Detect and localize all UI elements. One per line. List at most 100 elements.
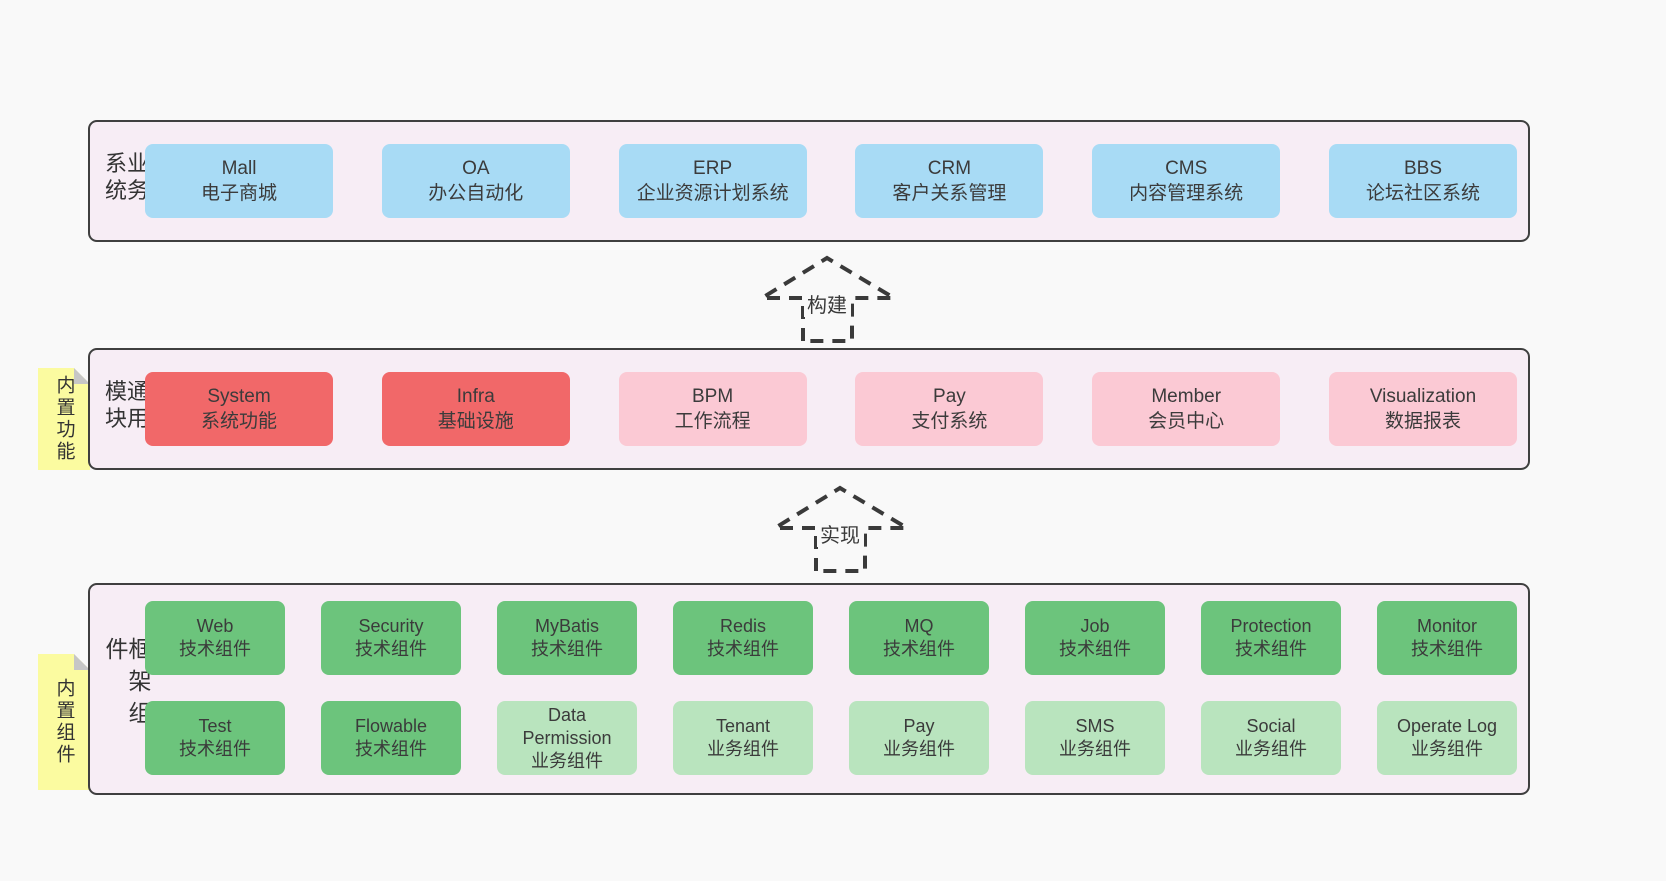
box-pay-module-desc: 支付系统 xyxy=(911,411,988,432)
box-oa: OA 办公自动化 xyxy=(381,144,570,218)
box-monitor-name: Monitor xyxy=(1416,616,1478,636)
box-pay-module-name: Pay xyxy=(933,386,966,407)
sticky-built-in-features: 内置功能 xyxy=(38,368,90,470)
box-visualization-name: Visualization xyxy=(1369,386,1477,407)
box-data-permission-desc: 业务组件 xyxy=(531,750,603,771)
box-infra-name: Infra xyxy=(456,386,495,407)
box-bbs-desc: 论坛社区系统 xyxy=(1365,183,1480,204)
box-tenant: Tenant 业务组件 xyxy=(673,701,813,775)
box-web-name: Web xyxy=(196,616,234,636)
implement-arrow-label: 实现 xyxy=(820,524,860,547)
common-modules-row: System 系统功能 Infra 基础设施 BPM 工作流程 Pay 支付系统… xyxy=(145,372,1517,446)
box-sms-name: SMS xyxy=(1075,716,1115,736)
band-business-systems: 业务系统 Mall 电子商城 OA 办公自动化 ERP 企业资源计划系统 CRM… xyxy=(88,120,1530,242)
box-cms: CMS 内容管理系统 xyxy=(1092,144,1281,218)
box-redis: Redis 技术组件 xyxy=(673,601,813,675)
box-security: Security 技术组件 xyxy=(321,601,461,675)
box-flowable-desc: 技术组件 xyxy=(355,739,427,759)
box-test-name: Test xyxy=(198,716,232,736)
box-data-permission-name: Data Permission xyxy=(522,704,612,748)
band-framework-components: 框架组件 Web 技术组件 Security 技术组件 MyBatis 技术组件… xyxy=(88,583,1530,795)
box-mq: MQ 技术组件 xyxy=(849,601,989,675)
box-cms-desc: 内容管理系统 xyxy=(1129,183,1244,204)
box-pay-component-name: Pay xyxy=(903,716,935,736)
box-security-name: Security xyxy=(358,616,424,636)
band-business-systems-label: 业务系统 xyxy=(102,151,149,206)
box-bpm-desc: 工作流程 xyxy=(674,411,751,432)
box-pay-component-desc: 业务组件 xyxy=(883,739,955,759)
box-protection-desc: 技术组件 xyxy=(1235,639,1307,659)
box-protection-name: Protection xyxy=(1230,616,1312,636)
box-monitor-desc: 技术组件 xyxy=(1411,639,1483,659)
box-flowable: Flowable 技术组件 xyxy=(321,701,461,775)
box-operate-log-name: Operate Log xyxy=(1396,716,1498,736)
sticky-built-in-features-label: 内置功能 xyxy=(53,375,75,463)
band-framework-components-label: 框架组件 xyxy=(102,637,151,733)
box-visualization-desc: 数据报表 xyxy=(1384,411,1461,432)
band-common-modules-label: 通用模块 xyxy=(102,379,149,434)
box-system: System 系统功能 xyxy=(145,372,333,446)
box-tenant-name: Tenant xyxy=(715,716,771,736)
box-crm-desc: 客户关系管理 xyxy=(892,183,1007,204)
box-mybatis-name: MyBatis xyxy=(534,616,599,636)
box-erp-name: ERP xyxy=(693,158,733,179)
box-infra: Infra 基础设施 xyxy=(381,372,570,446)
box-crm: CRM 客户关系管理 xyxy=(855,144,1044,218)
box-bpm-name: BPM xyxy=(692,386,734,407)
box-protection: Protection 技术组件 xyxy=(1201,601,1341,675)
business-systems-row: Mall 电子商城 OA 办公自动化 ERP 企业资源计划系统 CRM 客户关系… xyxy=(145,144,1517,218)
box-erp: ERP 企业资源计划系统 xyxy=(618,144,807,218)
box-mq-desc: 技术组件 xyxy=(883,639,955,659)
box-cms-name: CMS xyxy=(1165,158,1208,179)
build-arrow-label: 构建 xyxy=(807,294,847,317)
box-oa-name: OA xyxy=(462,158,490,179)
box-member: Member 会员中心 xyxy=(1092,372,1281,446)
box-operate-log: Operate Log 业务组件 xyxy=(1377,701,1517,775)
box-test-desc: 技术组件 xyxy=(179,739,251,759)
box-monitor: Monitor 技术组件 xyxy=(1377,601,1517,675)
sticky-built-in-components-label: 内置组件 xyxy=(53,678,75,766)
box-member-name: Member xyxy=(1151,386,1222,407)
box-visualization: Visualization 数据报表 xyxy=(1328,372,1517,446)
box-mybatis-desc: 技术组件 xyxy=(531,639,603,659)
build-arrow-label-bg xyxy=(804,291,851,317)
box-bpm: BPM 工作流程 xyxy=(618,372,807,446)
box-mall-name: Mall xyxy=(221,158,257,179)
box-mall-desc: 电子商城 xyxy=(200,183,277,204)
box-web: Web 技术组件 xyxy=(145,601,285,675)
sticky-built-in-components: 内置组件 xyxy=(38,654,90,790)
box-flowable-name: Flowable xyxy=(354,716,428,736)
box-system-name: System xyxy=(207,386,271,407)
box-pay-component: Pay 业务组件 xyxy=(849,701,989,775)
box-sms-desc: 业务组件 xyxy=(1059,739,1131,759)
box-bbs: BBS 论坛社区系统 xyxy=(1328,144,1517,218)
box-job-name: Job xyxy=(1080,616,1110,636)
box-job-desc: 技术组件 xyxy=(1059,639,1131,659)
box-pay-module: Pay 支付系统 xyxy=(855,372,1044,446)
box-system-desc: 系统功能 xyxy=(200,411,277,432)
box-redis-desc: 技术组件 xyxy=(707,639,779,659)
box-mall: Mall 电子商城 xyxy=(145,144,333,218)
box-social-desc: 业务组件 xyxy=(1235,739,1307,759)
box-job: Job 技术组件 xyxy=(1025,601,1165,675)
box-tenant-desc: 业务组件 xyxy=(707,739,779,759)
box-sms: SMS 业务组件 xyxy=(1025,701,1165,775)
box-operate-log-desc: 业务组件 xyxy=(1411,739,1483,759)
box-mybatis: MyBatis 技术组件 xyxy=(497,601,637,675)
box-crm-name: CRM xyxy=(927,158,972,179)
box-redis-name: Redis xyxy=(719,616,767,636)
implement-arrow-label-bg xyxy=(817,521,864,547)
box-security-desc: 技术组件 xyxy=(355,639,427,659)
box-data-permission: Data Permission 业务组件 xyxy=(497,701,637,775)
box-bbs-name: BBS xyxy=(1403,158,1442,179)
box-social: Social 业务组件 xyxy=(1201,701,1341,775)
box-mq-name: MQ xyxy=(904,616,934,636)
band-common-modules: 通用模块 System 系统功能 Infra 基础设施 BPM 工作流程 Pay… xyxy=(88,348,1530,470)
implement-arrow: 实现 xyxy=(767,485,915,573)
framework-components-row-1: Web 技术组件 Security 技术组件 MyBatis 技术组件 Redi… xyxy=(145,601,1517,675)
box-social-name: Social xyxy=(1246,716,1296,736)
build-arrow: 构建 xyxy=(754,255,902,343)
box-web-desc: 技术组件 xyxy=(179,639,251,659)
framework-components-row-2: Test 技术组件 Flowable 技术组件 Data Permission … xyxy=(145,701,1517,775)
